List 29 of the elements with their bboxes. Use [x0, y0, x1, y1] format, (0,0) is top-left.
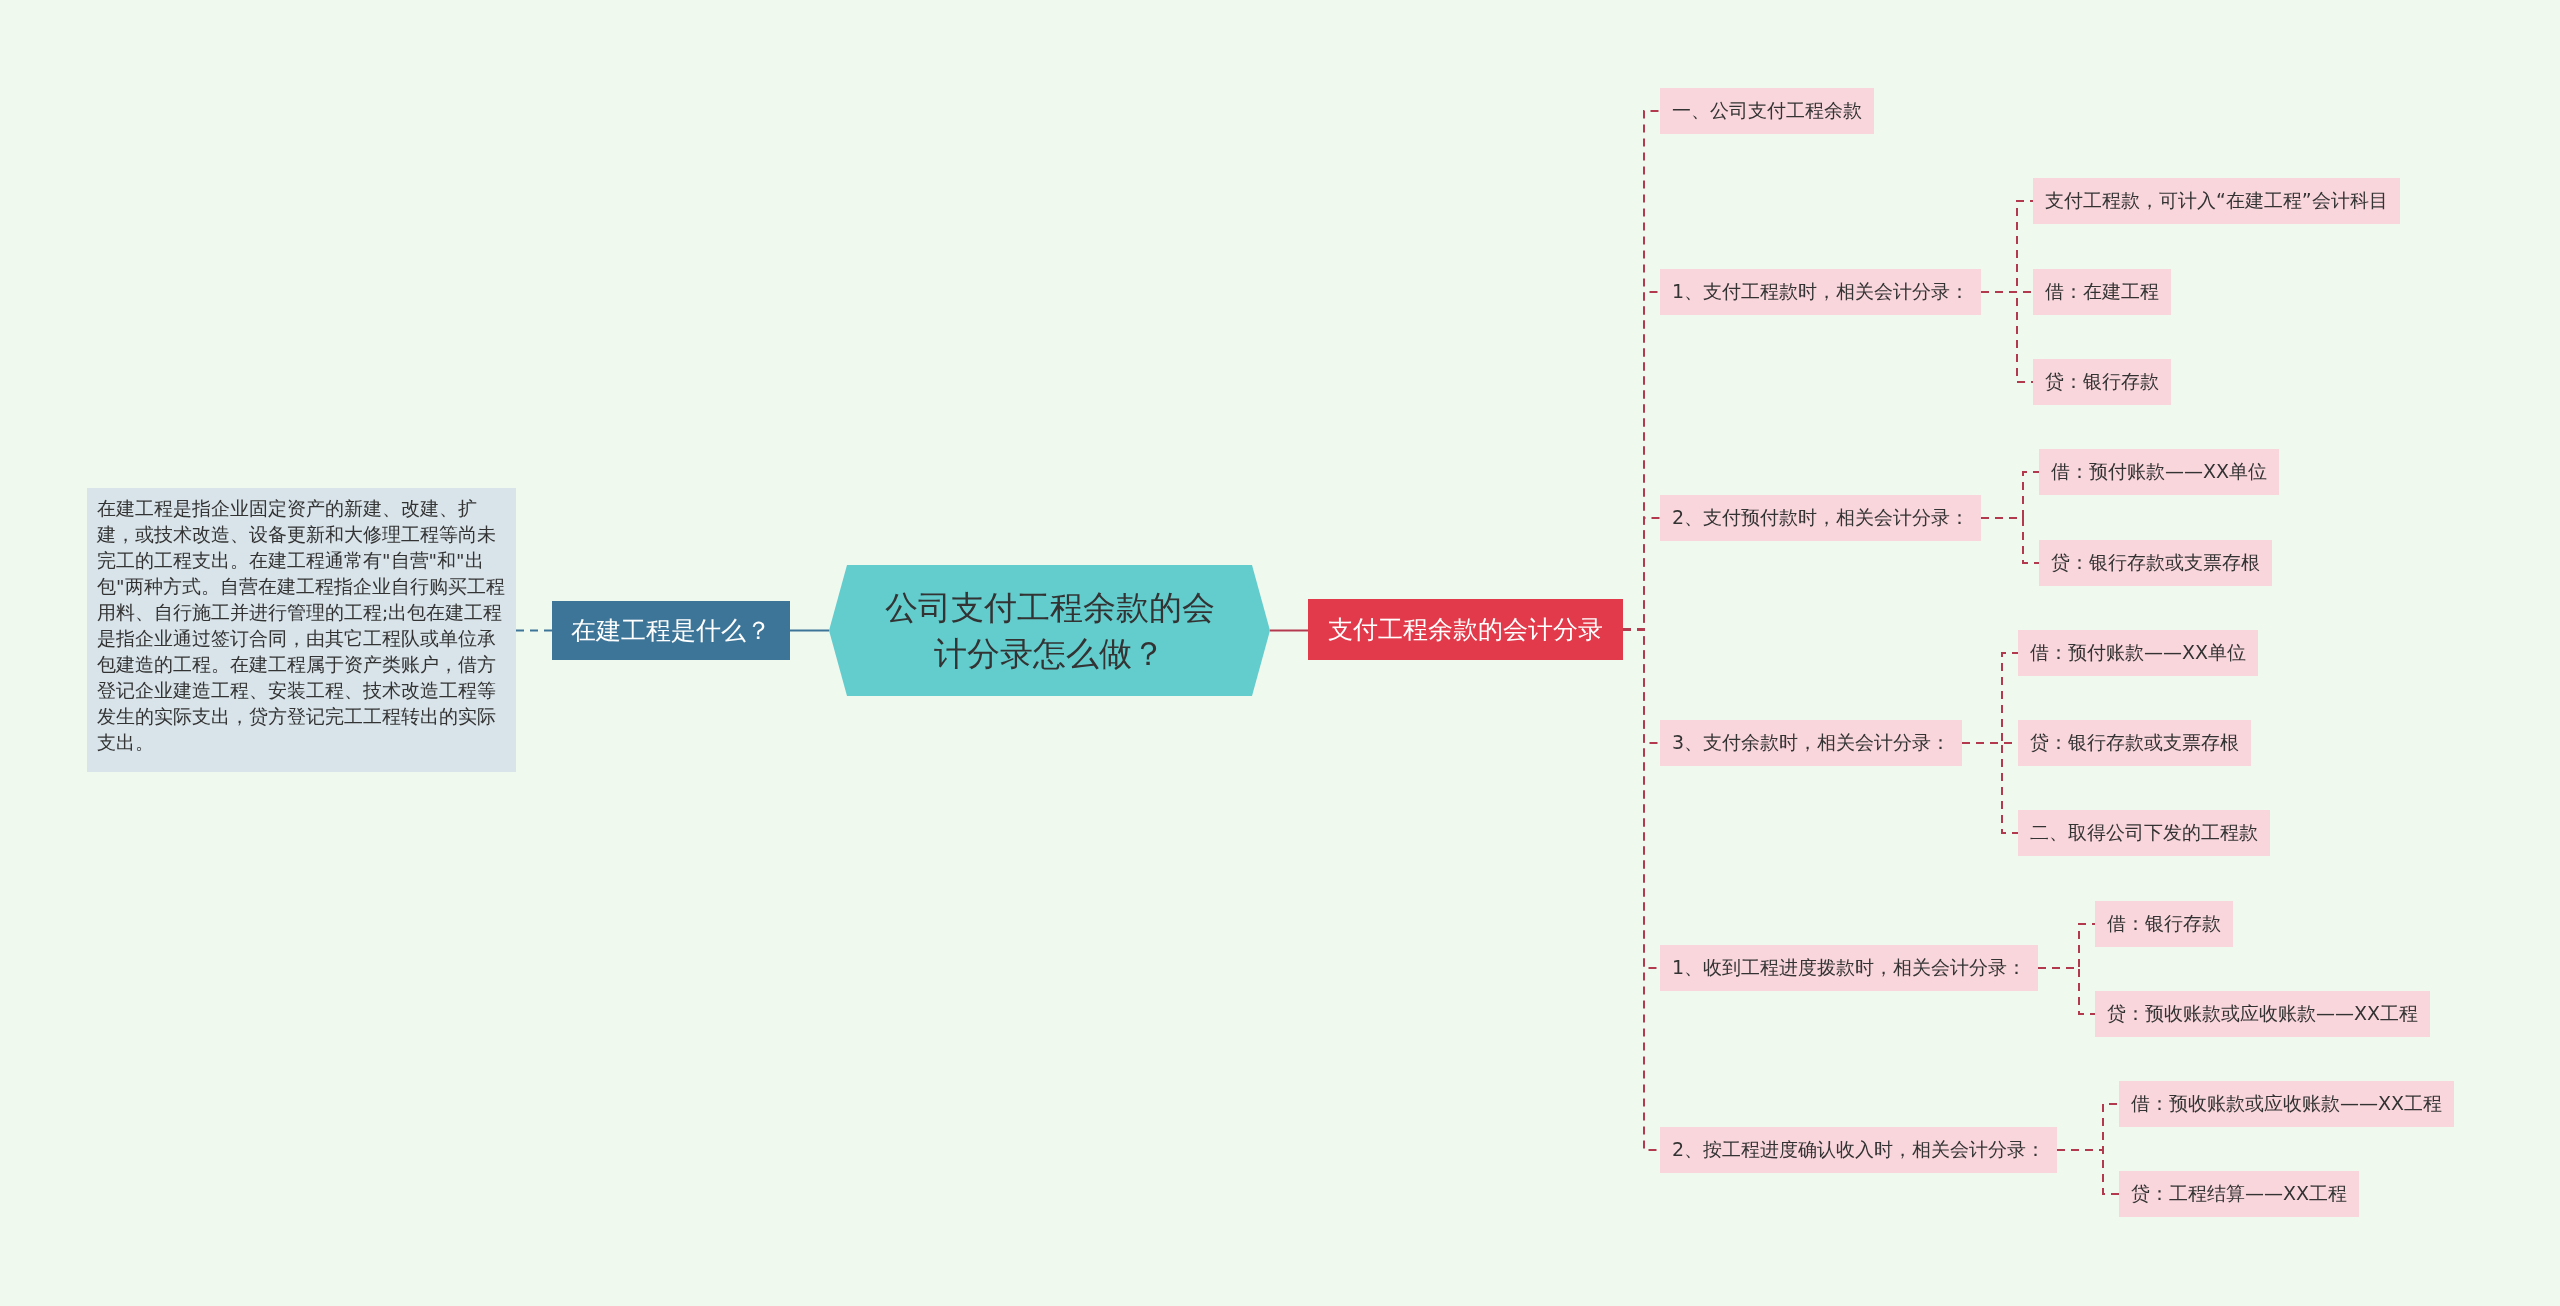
- entry-box: 借：在建工程: [2033, 269, 2171, 315]
- connector-line: [2056, 1149, 2120, 1195]
- connector-line: [1269, 629, 1309, 632]
- note-box: 在建工程是指企业固定资产的新建、改建、扩建，或技术改造、设备更新和大修理工程等尚未完工的工程支出。在建工程通常有"自营"和"出包"两种方式。自营在建工程指企业自行购买工程用料、自行施工并进行管理的工程;出包在建工程是指企业通过签订合同，由其它工程队或单位承包建造的工程。在建工程属于资产类账户，借方登记企业建造工程、安装工程、技术改造工程等发生的实际支出，贷方登记完工工程转出的实际支出。: [87, 488, 516, 772]
- entry-box: 借：银行存款: [2095, 901, 2233, 947]
- entry-box: 贷：银行存款或支票存根: [2039, 540, 2272, 586]
- entry-box: 3、支付余款时，相关会计分录：: [1660, 720, 1963, 766]
- entry-box: 2、按工程进度确认收入时，相关会计分录：: [1660, 1127, 2058, 1173]
- connector-line: [2037, 967, 2096, 1015]
- connector-line: [1961, 742, 2019, 834]
- entry-box: 1、收到工程进度拨款时，相关会计分录：: [1660, 945, 2039, 991]
- entry-box: 贷：工程结算——XX工程: [2119, 1171, 2360, 1217]
- connector-line: [1980, 517, 2040, 564]
- entry-box: 借：预收账款或应收账款——XX工程: [2119, 1081, 2455, 1127]
- entry-box: 贷：预收账款或应收账款——XX工程: [2095, 991, 2431, 1037]
- entry-box: 二、取得公司下发的工程款: [2018, 810, 2270, 856]
- entry-box: 贷：银行存款或支票存根: [2018, 720, 2251, 766]
- entry-box: 一、公司支付工程余款: [1660, 88, 1874, 134]
- entry-box: 借：预付账款——XX单位: [2039, 449, 2280, 495]
- entry-box: 支付工程款，可计入“在建工程”会计科目: [2033, 178, 2400, 224]
- entry-box: 贷：银行存款: [2033, 359, 2171, 405]
- entry-box: 2、支付预付款时，相关会计分录：: [1660, 495, 1982, 541]
- topic-box: 支付工程余款的会计分录: [1308, 599, 1623, 660]
- connector-line: [789, 629, 830, 632]
- topic-box: 在建工程是什么？: [552, 601, 790, 660]
- connector-line: [1980, 291, 2034, 383]
- entry-box: 1、支付工程款时，相关会计分录：: [1660, 269, 1982, 315]
- entry-box: 借：预付账款——XX单位: [2018, 630, 2259, 676]
- connector-line: [515, 629, 553, 632]
